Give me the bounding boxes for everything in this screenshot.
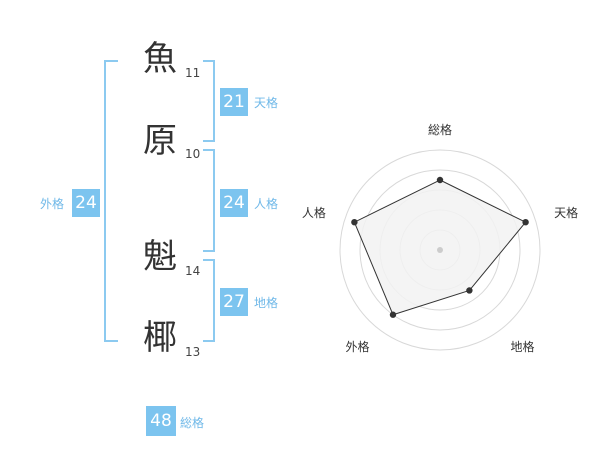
tenkaku-value: 21	[220, 88, 248, 116]
chikaku-value: 27	[220, 288, 248, 316]
gaikaku-label: 外格	[40, 197, 65, 211]
radar-axis-label-2: 天格	[554, 205, 578, 220]
tenkaku-label: 天格	[254, 96, 279, 110]
radar-point-3	[466, 287, 473, 294]
radar-center-dot	[437, 247, 443, 253]
gaikaku-value: 24	[72, 189, 100, 217]
tenkaku-bracket	[203, 60, 215, 142]
radar-grid-ring-5	[339, 149, 541, 351]
radar-grid-ring-4	[359, 169, 521, 331]
radar-axis-label-1: 総格	[428, 122, 452, 137]
name-char-1: 魚	[143, 39, 177, 79]
name-char-2: 原	[143, 121, 177, 161]
name-char-4: 椰	[143, 318, 177, 358]
stroke-count-2: 10	[185, 147, 201, 161]
radar-axis-label-5: 人格	[302, 205, 326, 220]
soukaku-value: 48	[146, 406, 176, 436]
jinkaku-value: 24	[220, 189, 248, 217]
gaikaku-bracket	[104, 60, 118, 342]
radar-point-5	[351, 218, 358, 226]
chikaku-label: 地格	[254, 296, 279, 310]
jinkaku-bracket	[203, 149, 215, 252]
stroke-count-1: 11	[185, 66, 201, 80]
stroke-count-4: 13	[185, 345, 201, 359]
radar-axis-label-4: 外格	[345, 339, 369, 354]
jinkaku-label: 人格	[254, 197, 279, 211]
radar-point-1	[436, 176, 444, 184]
radar-axis-label-3: 地格	[511, 339, 535, 354]
name-char-3: 魁	[143, 237, 177, 277]
radar-point-4	[389, 311, 397, 318]
radar-point-2	[522, 218, 529, 226]
stroke-count-3: 14	[185, 264, 201, 278]
chikaku-bracket	[203, 259, 215, 342]
soukaku-label: 総格	[180, 416, 205, 430]
